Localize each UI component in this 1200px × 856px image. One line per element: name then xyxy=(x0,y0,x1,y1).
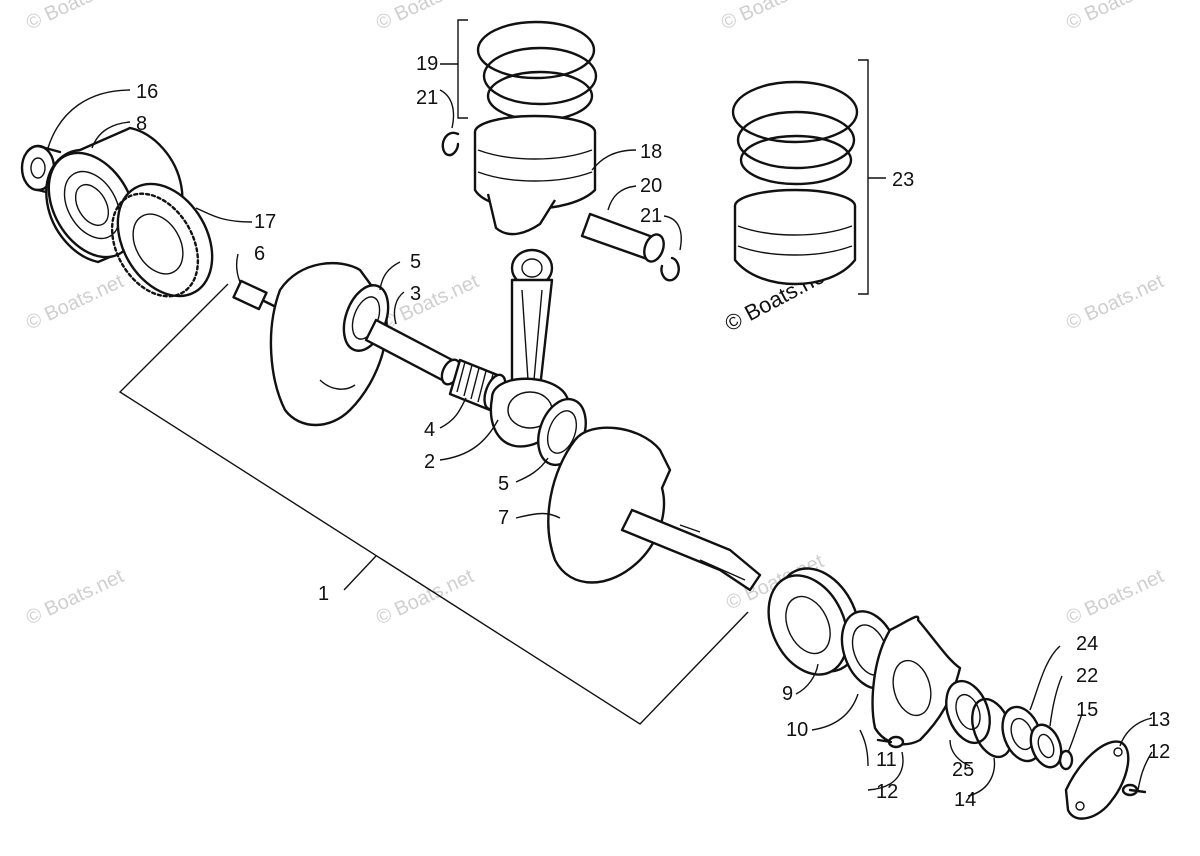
watermark: © Boats.net xyxy=(1063,0,1168,35)
callout-25: 25 xyxy=(952,759,974,781)
callout-8: 8 xyxy=(136,113,147,135)
callout-2: 2 xyxy=(424,451,435,473)
callout-16: 16 xyxy=(136,81,158,103)
callout-23: 23 xyxy=(892,169,914,191)
bracket-23 xyxy=(858,59,886,295)
watermark: © Boats.net xyxy=(23,565,128,629)
callout-12: 12 xyxy=(1148,741,1170,763)
callout-13: 13 xyxy=(1148,709,1170,731)
part-23-piston-assembly xyxy=(731,80,859,286)
part-7-crank-half xyxy=(547,426,762,592)
callout-24: 24 xyxy=(1076,633,1098,655)
part-21-circlip-lower xyxy=(660,256,680,282)
watermark: © Boats.net xyxy=(23,270,128,334)
bracket-19 xyxy=(457,19,468,119)
callout-7: 7 xyxy=(498,507,509,529)
part-11-screw xyxy=(876,735,905,749)
callout-14: 14 xyxy=(954,789,976,811)
part-21-circlip xyxy=(441,131,460,157)
part-15-o-ring xyxy=(1058,749,1074,771)
callout-22: 22 xyxy=(1076,665,1098,687)
watermark: © Boats.net xyxy=(1063,565,1168,629)
callout-21: 21 xyxy=(416,87,438,109)
callout-1: 1 xyxy=(318,583,329,605)
part-18-piston xyxy=(473,20,598,236)
callout-4: 4 xyxy=(424,419,435,441)
callout-11: 11 xyxy=(876,749,897,771)
part-retainer-plate xyxy=(871,615,962,746)
callout-18: 18 xyxy=(640,141,662,163)
leader-lines xyxy=(47,63,1153,797)
callout-5: 5 xyxy=(498,473,509,495)
bracket-1 xyxy=(118,283,749,725)
callout-17: 17 xyxy=(254,211,276,233)
callout-12: 12 xyxy=(876,781,898,803)
callout-labels: 1 2 3 4 5 5 6 7 8 9 10 11 12 12 13 14 15… xyxy=(136,53,1170,811)
part-12-screw xyxy=(1121,783,1147,797)
callout-20: 20 xyxy=(640,175,662,197)
watermark: © Boats.net xyxy=(718,0,823,35)
callout-19: 19 xyxy=(416,53,438,75)
callout-5: 5 xyxy=(410,251,421,273)
part-22-washer xyxy=(1029,723,1063,769)
callout-6: 6 xyxy=(254,243,265,265)
watermark: © Boats.net xyxy=(373,565,478,629)
callout-3: 3 xyxy=(410,283,421,305)
part-9-main-bearing xyxy=(767,567,861,676)
watermark: © Boats.net xyxy=(373,0,478,35)
part-17-gear xyxy=(110,182,214,298)
callout-10: 10 xyxy=(786,719,808,741)
watermark: © Boats.net xyxy=(1063,270,1168,334)
part-20-piston-pin xyxy=(580,212,665,263)
callout-21: 21 xyxy=(640,205,662,227)
part-3-crank-pin xyxy=(364,318,462,386)
watermark: © Boats.net xyxy=(378,270,483,334)
watermark: © Boats.net xyxy=(23,0,128,35)
part-13-cover-plate xyxy=(1064,740,1130,820)
callout-9: 9 xyxy=(782,683,793,705)
callout-15: 15 xyxy=(1076,699,1098,721)
